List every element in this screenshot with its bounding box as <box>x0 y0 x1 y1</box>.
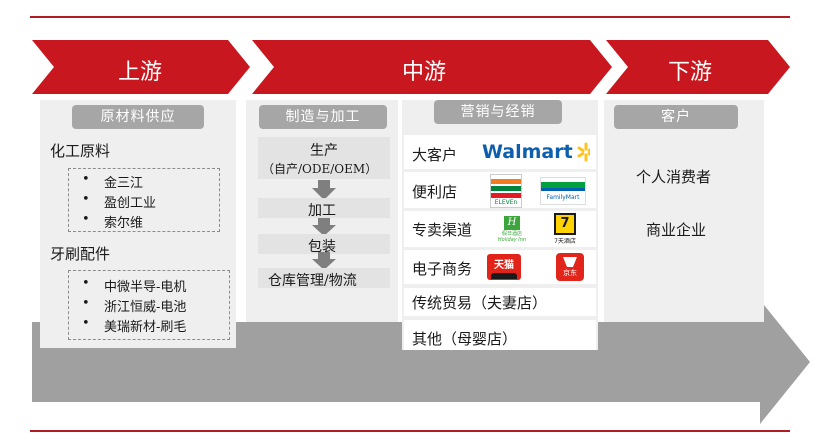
familymart-logo: FamilyMart <box>540 177 586 205</box>
logistics-step-bar <box>258 268 390 288</box>
manufacturing-header: 制造与加工 <box>259 105 387 129</box>
list-item: 浙江恒威-电池 <box>82 296 187 315</box>
tmall-logo: 天猫 <box>487 254 521 280</box>
channel-row-traditional <box>404 288 596 316</box>
top-rule <box>30 16 790 18</box>
chem-supplier-box <box>68 168 220 232</box>
customer-business: 商业企业 <box>646 221 707 239</box>
production-step-bar <box>258 137 390 179</box>
chem-materials-title: 化工原料 <box>50 142 111 160</box>
list-item: 盈创工业 <box>82 192 156 211</box>
walmart-logo: Walmart <box>482 140 590 164</box>
production-modes: （自产/ODE/OEM） <box>262 162 378 176</box>
jd-dog-icon <box>563 256 577 267</box>
down-arrow-icon <box>312 252 336 270</box>
customers-header: 客户 <box>614 105 738 129</box>
channel-convenience: 便利店 <box>412 183 458 201</box>
customers-panel <box>604 100 764 322</box>
stage-label-downstream: 下游 <box>668 60 713 85</box>
jd-wordmark: 京东 <box>563 268 577 277</box>
holiday-inn-cn-wordmark: 假日酒店 <box>501 230 522 237</box>
processing-step: 加工 <box>308 203 336 219</box>
list-item: 索尔维 <box>82 212 143 231</box>
walmart-spark-icon <box>577 142 590 162</box>
down-arrow-icon <box>312 218 336 236</box>
channel-row-other <box>404 320 596 350</box>
seven-days-inn-logo: 7 7天酒店 <box>550 213 580 245</box>
midstream-chevron <box>252 40 612 94</box>
seven-eleven-wordmark: ELEVEn <box>494 199 518 206</box>
list-item: 金三江 <box>82 172 143 191</box>
stage-label-upstream: 上游 <box>118 60 163 85</box>
marketing-header: 营销与经销 <box>434 100 562 124</box>
customer-individual: 个人消费者 <box>636 168 712 186</box>
parts-supplier-box <box>68 270 230 340</box>
tmall-wordmark: 天猫 <box>494 259 514 271</box>
toothbrush-parts-title: 牙刷配件 <box>50 245 111 263</box>
walmart-wordmark: Walmart <box>482 141 573 163</box>
seven-eleven-logo: ELEVEn <box>490 174 522 208</box>
packaging-step: 包装 <box>308 239 336 255</box>
logistics-step: 仓库管理/物流 <box>268 273 357 289</box>
jd-logo: 京东 <box>556 253 584 281</box>
channel-other: 其他（母婴店） <box>412 330 518 348</box>
packaging-step-bar <box>258 234 390 254</box>
raw-materials-header: 原材料供应 <box>72 105 204 129</box>
holiday-inn-logo: H 假日酒店 Holiday Inn <box>497 215 527 243</box>
familymart-wordmark: FamilyMart <box>546 193 580 201</box>
production-step: 生产 <box>310 143 338 159</box>
bottom-rule <box>30 430 790 432</box>
channel-specialty: 专卖渠道 <box>412 221 473 239</box>
upstream-chevron <box>32 40 250 94</box>
down-arrow-icon <box>312 180 336 200</box>
downstream-chevron <box>606 40 790 94</box>
channel-ecommerce: 电子商务 <box>412 260 473 278</box>
processing-step-bar <box>258 198 390 218</box>
channel-key-accounts: 大客户 <box>412 146 458 164</box>
list-item: 美瑞新材-刷毛 <box>82 316 187 335</box>
stage-label-midstream: 中游 <box>402 60 447 85</box>
seven-days-wordmark: 7天酒店 <box>554 238 576 245</box>
list-item: 中微半导-电机 <box>82 276 187 295</box>
holiday-inn-wordmark: Holiday Inn <box>497 236 527 243</box>
channel-traditional-trade: 传统贸易（夫妻店） <box>412 294 548 312</box>
